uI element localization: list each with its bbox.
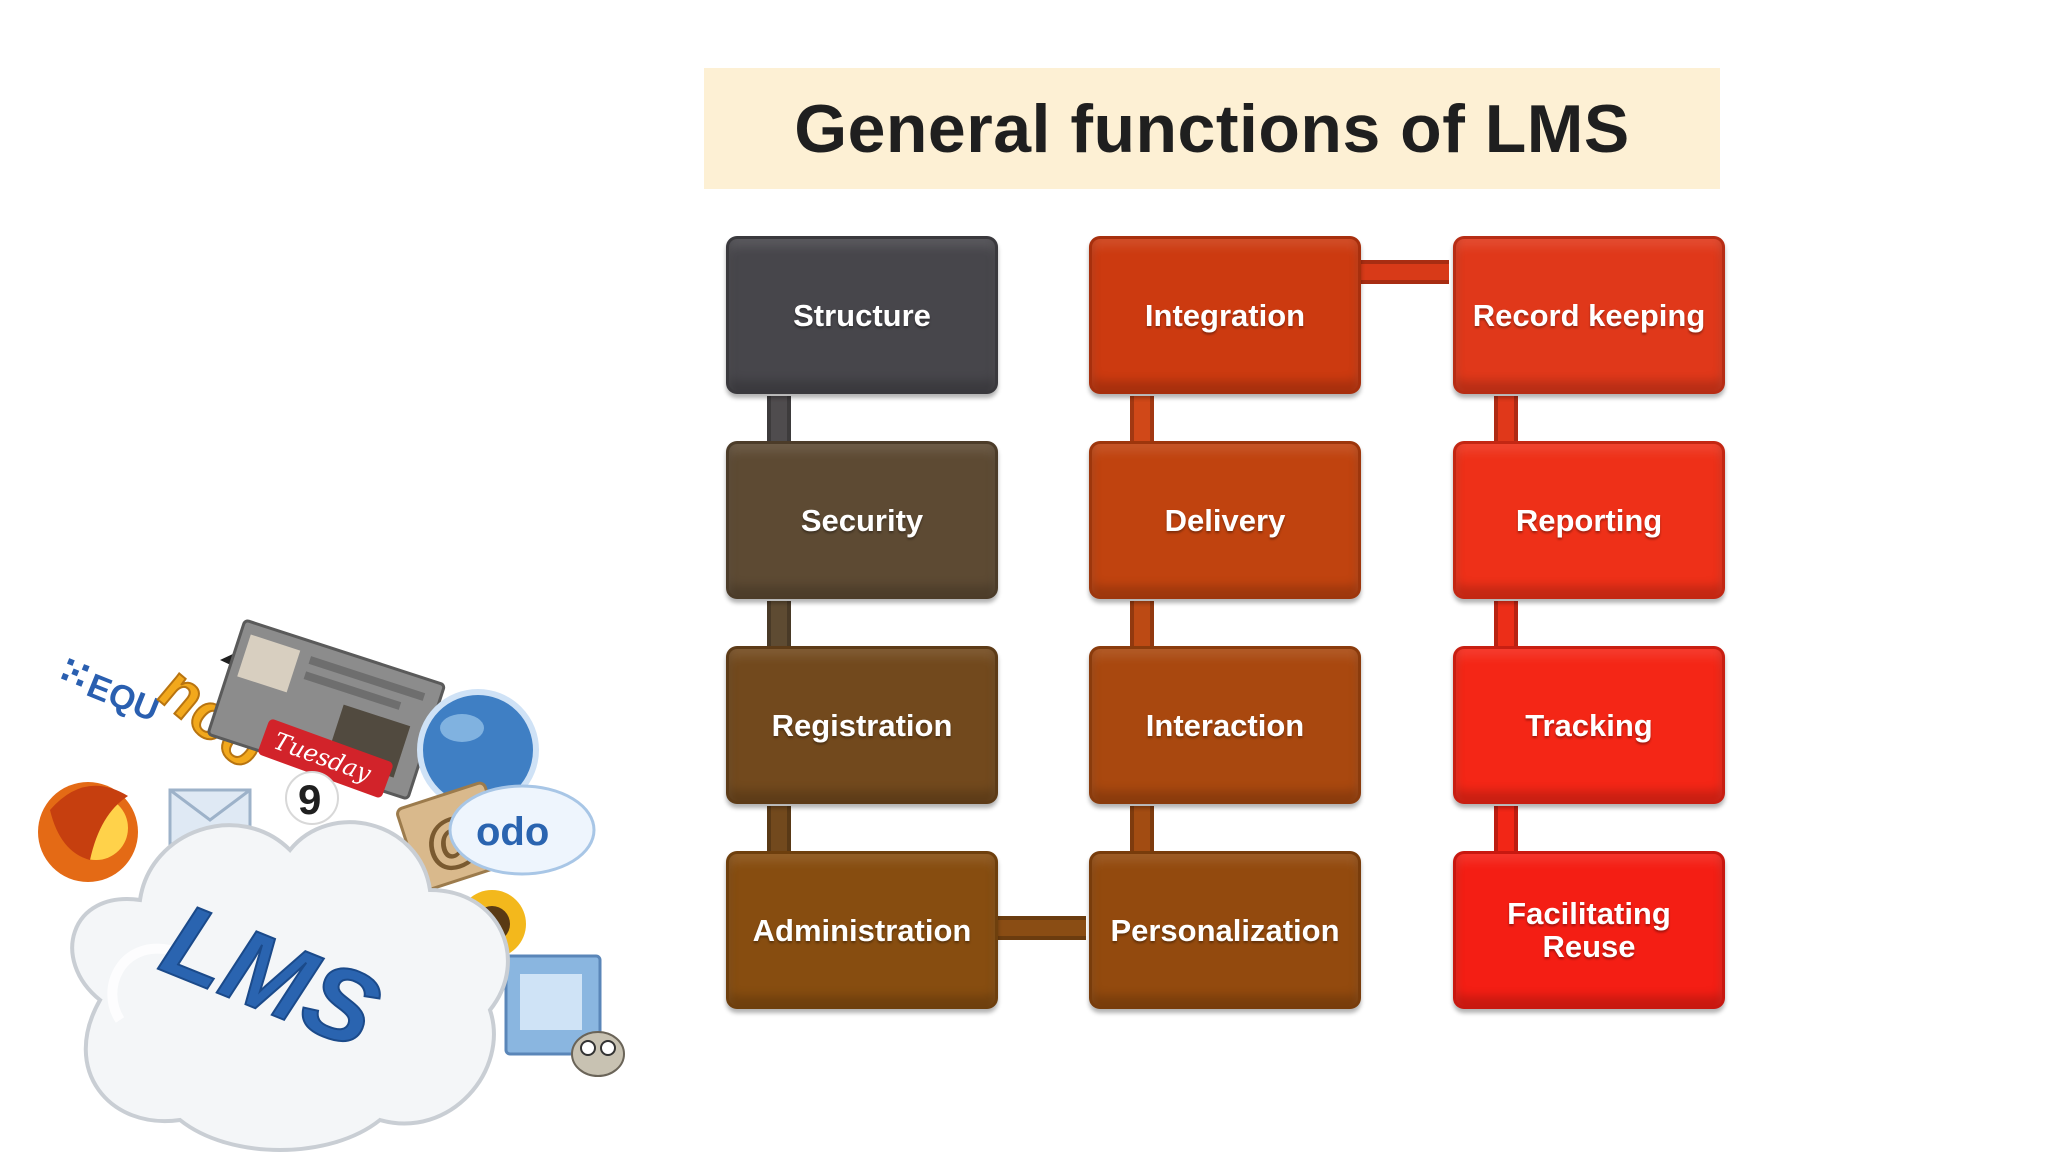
photo-frame-icon bbox=[504, 954, 602, 1056]
node-personalization: Personalization bbox=[1089, 851, 1361, 1009]
node-security: Security bbox=[726, 441, 998, 599]
node-label-delivery: Delivery bbox=[1164, 502, 1286, 538]
owl-icon bbox=[571, 1031, 625, 1077]
odo-text: odo bbox=[476, 810, 549, 854]
node-tracking: Tracking bbox=[1453, 646, 1725, 804]
connector-registration-administration bbox=[767, 806, 791, 852]
node-registration: Registration bbox=[726, 646, 998, 804]
connector-security-registration bbox=[767, 601, 791, 647]
node-delivery: Delivery bbox=[1089, 441, 1361, 599]
node-label-record-keeping: Record keeping bbox=[1472, 297, 1706, 333]
node-label-facilitating-reuse: Facilitating Reuse bbox=[1507, 896, 1671, 964]
connector-integration-recordkeeping bbox=[1361, 260, 1449, 284]
node-reporting: Reporting bbox=[1453, 441, 1725, 599]
globe-icon bbox=[417, 689, 539, 811]
connector-recordkeeping-reporting bbox=[1494, 396, 1518, 442]
connector-administration-personalization bbox=[998, 916, 1086, 940]
node-interaction: Interaction bbox=[1089, 646, 1361, 804]
node-label-interaction: Interaction bbox=[1145, 707, 1305, 743]
node-label-registration: Registration bbox=[771, 707, 953, 743]
browser-fox-icon bbox=[38, 782, 138, 882]
node-label-structure: Structure bbox=[793, 297, 931, 333]
connector-reporting-tracking bbox=[1494, 601, 1518, 647]
connector-structure-security bbox=[767, 396, 791, 442]
node-label-administration: Administration bbox=[752, 912, 972, 948]
connector-tracking-facilitating bbox=[1494, 806, 1518, 852]
node-label-personalization: Personalization bbox=[1110, 912, 1340, 948]
node-structure: Structure bbox=[726, 236, 998, 394]
odo-bubble-icon: odo bbox=[448, 784, 596, 876]
svg-text:9: 9 bbox=[298, 776, 321, 823]
node-administration: Administration bbox=[726, 851, 998, 1009]
node-integration: Integration bbox=[1089, 236, 1361, 394]
connector-interaction-personalization bbox=[1130, 806, 1154, 852]
connector-integration-delivery bbox=[1130, 396, 1154, 442]
page-title: General functions of LMS bbox=[794, 90, 1630, 167]
cloud-icon bbox=[70, 820, 510, 1152]
connector-delivery-interaction bbox=[1130, 601, 1154, 647]
title-banner: General functions of LMS bbox=[704, 68, 1720, 189]
lms-cloud-logo: EQU noo Tuesday bbox=[38, 619, 625, 1152]
node-label-security: Security bbox=[800, 502, 924, 538]
node-label-reporting: Reporting bbox=[1515, 502, 1663, 538]
node-label-tracking: Tracking bbox=[1525, 707, 1653, 743]
node-label-integration: Integration bbox=[1144, 297, 1306, 333]
node-record-keeping: Record keeping bbox=[1453, 236, 1725, 394]
number-nine-icon: 9 bbox=[285, 771, 339, 825]
node-facilitating-reuse: Facilitating Reuse bbox=[1453, 851, 1725, 1009]
